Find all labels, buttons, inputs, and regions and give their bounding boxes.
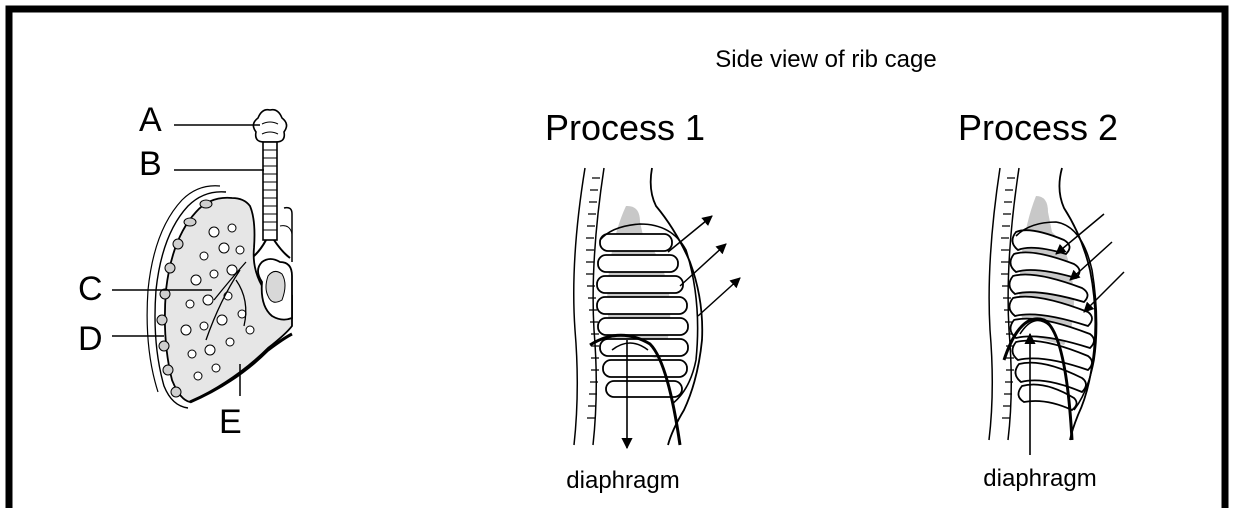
label-b: B <box>139 145 162 183</box>
label-a: A <box>139 101 162 139</box>
process1-caption: diaphragm <box>566 467 679 494</box>
process2-caption: diaphragm <box>983 465 1096 492</box>
process1-ribcage-drawing <box>574 168 740 448</box>
process2-ribcage-drawing <box>989 168 1124 455</box>
process1-title: Process 1 <box>545 107 705 148</box>
label-c: C <box>78 270 103 308</box>
process2-title: Process 2 <box>958 107 1118 148</box>
label-d: D <box>78 320 103 358</box>
heading-title: Side view of rib cage <box>715 46 936 73</box>
label-e: E <box>219 403 242 441</box>
respiratory-system-drawing <box>147 110 292 408</box>
